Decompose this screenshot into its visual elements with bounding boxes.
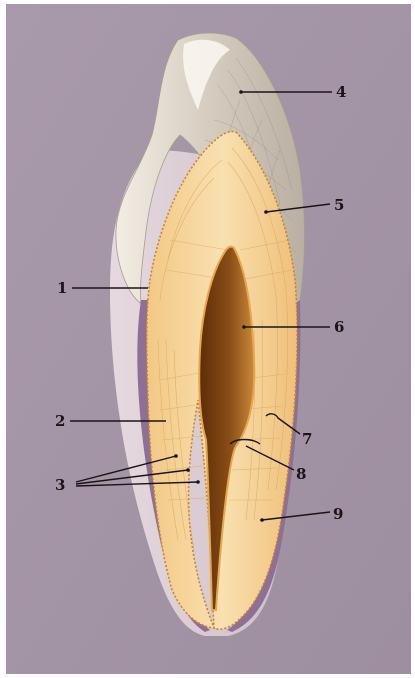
label-7: 7 [302, 430, 312, 448]
label-9: 9 [333, 505, 343, 523]
label-4: 4 [336, 83, 346, 101]
label-1: 1 [57, 279, 67, 297]
label-6: 6 [334, 318, 344, 336]
label-2: 2 [55, 412, 65, 430]
label-3: 3 [55, 476, 65, 494]
label-5: 5 [334, 196, 344, 214]
label-8: 8 [296, 465, 306, 483]
